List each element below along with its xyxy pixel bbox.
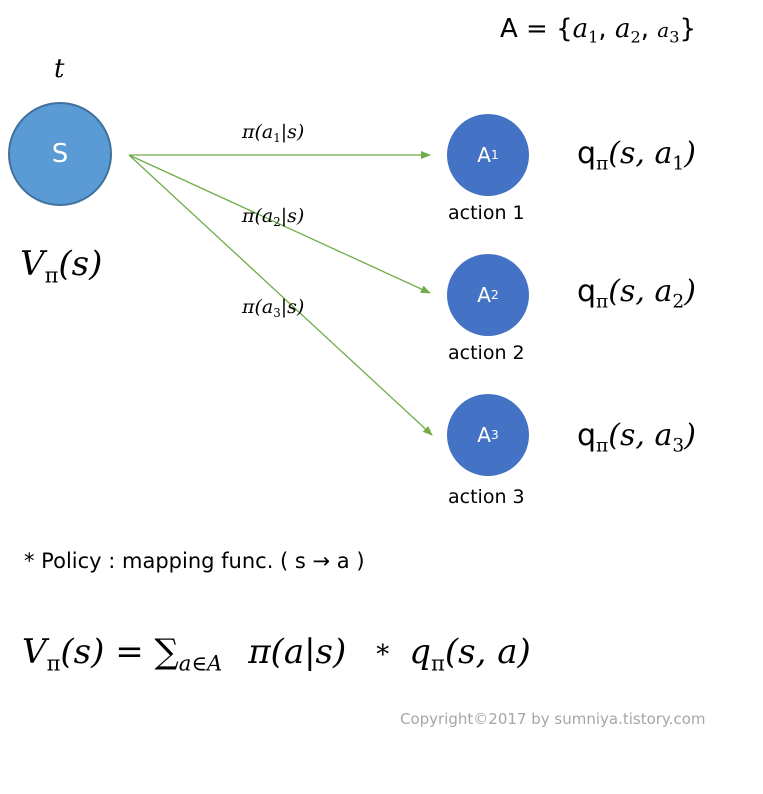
action-set-label: A = {a1, a2, a3} bbox=[500, 14, 696, 47]
action-caption-1: action 1 bbox=[448, 202, 525, 224]
policy-label-3: π(a3|s) bbox=[242, 296, 305, 321]
arrow-to-action-2 bbox=[128, 154, 431, 294]
q-value-1: qπ(s, a1) bbox=[577, 136, 696, 175]
arrow-to-action-3 bbox=[128, 154, 433, 436]
q-value-2: qπ(s, a2) bbox=[577, 274, 696, 313]
state-node-label: S bbox=[51, 139, 69, 169]
action-caption-3: action 3 bbox=[448, 486, 525, 508]
time-label: t bbox=[54, 54, 65, 84]
q-value-3: qπ(s, a3) bbox=[577, 418, 696, 457]
action-caption-2: action 2 bbox=[448, 342, 525, 364]
state-value-label: Vπ(s) bbox=[20, 244, 103, 288]
copyright-text: Copyright©2017 by sumniya.tistory.com bbox=[400, 710, 706, 728]
policy-label-2: π(a2|s) bbox=[242, 205, 305, 230]
policy-note: * Policy : mapping func. ( s → a ) bbox=[24, 549, 365, 573]
policy-label-1: π(a1|s) bbox=[242, 121, 305, 146]
state-node: S bbox=[8, 102, 112, 206]
